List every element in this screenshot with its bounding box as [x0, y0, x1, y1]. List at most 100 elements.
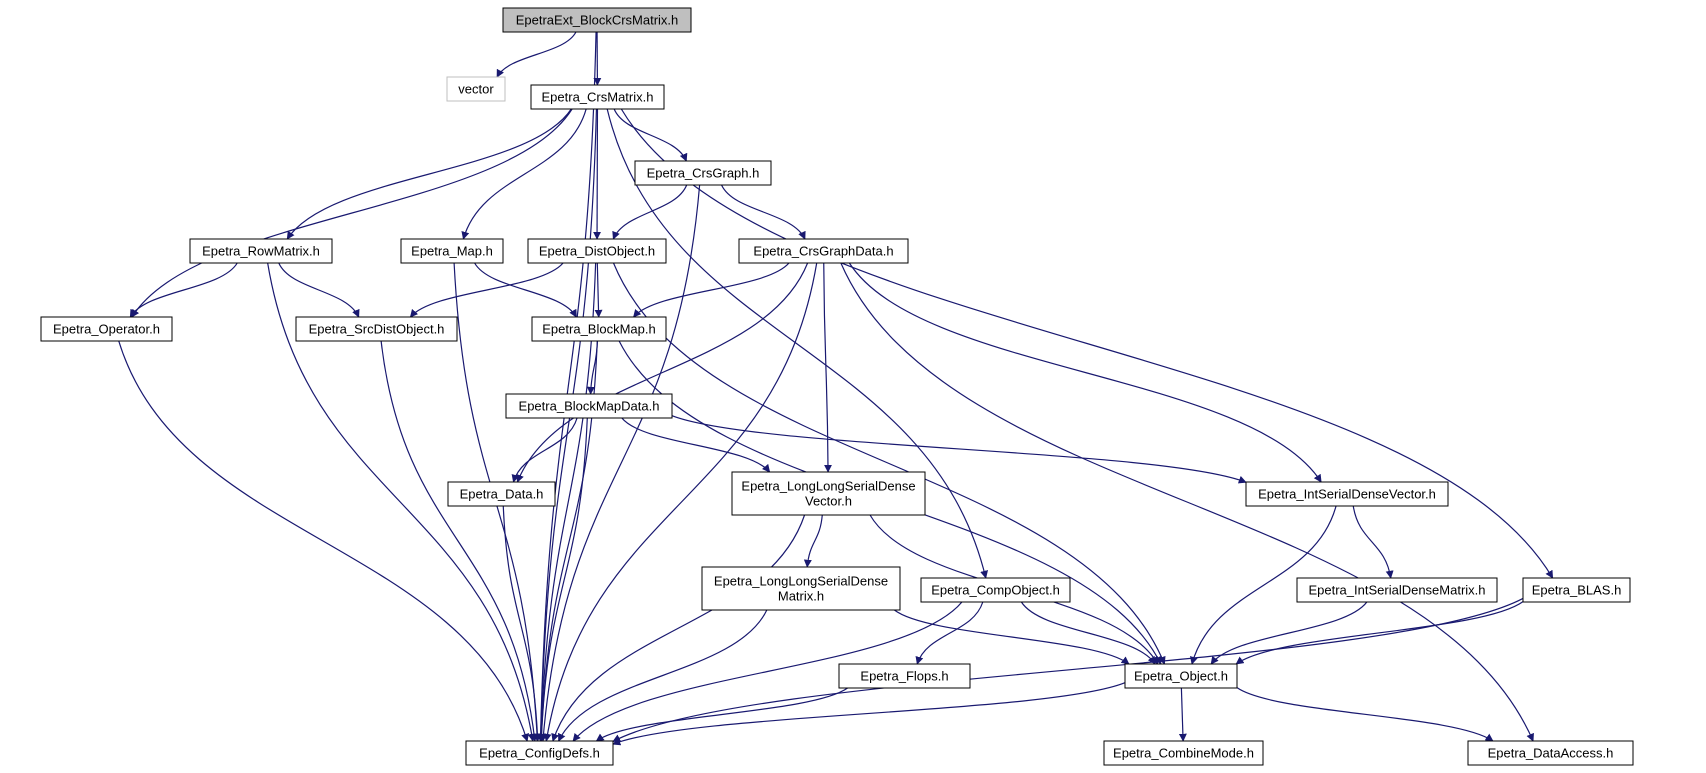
- node-label-map: Epetra_Map.h: [411, 244, 493, 259]
- node-dataaccess[interactable]: Epetra_DataAccess.h: [1467, 740, 1634, 766]
- node-box-crsgraphdata: [738, 238, 909, 264]
- edge-root-to-configdefs: [536, 31, 597, 742]
- node-crsgraph[interactable]: Epetra_CrsGraph.h: [634, 160, 772, 186]
- node-isdm[interactable]: Epetra_IntSerialDenseMatrix.h: [1296, 577, 1498, 603]
- edge-object-to-combinemode: [1178, 687, 1187, 742]
- node-label-isdv: Epetra_IntSerialDenseVector.h: [1258, 487, 1436, 502]
- edge-crsgraphdata-to-llsdv: [823, 262, 833, 473]
- edge-crsgraph-to-distobject: [612, 184, 688, 240]
- node-label-root: EpetraExt_BlockCrsMatrix.h: [516, 13, 679, 28]
- node-label-distobject: Epetra_DistObject.h: [539, 244, 655, 259]
- node-compobject[interactable]: Epetra_CompObject.h: [920, 577, 1071, 603]
- node-box-rowmatrix: [189, 238, 333, 264]
- node-box-operator: [40, 316, 173, 342]
- node-crsgraphdata[interactable]: Epetra_CrsGraphData.h: [738, 238, 909, 264]
- node-isdv[interactable]: Epetra_IntSerialDenseVector.h: [1245, 481, 1449, 507]
- node-label-blas: Epetra_BLAS.h: [1532, 583, 1622, 598]
- node-map[interactable]: Epetra_Map.h: [400, 238, 504, 264]
- node-rowmatrix[interactable]: Epetra_RowMatrix.h: [189, 238, 333, 264]
- node-label-data: Epetra_Data.h: [460, 487, 544, 502]
- node-box-crsgraph: [634, 160, 772, 186]
- node-data[interactable]: Epetra_Data.h: [447, 481, 556, 507]
- node-blockmapdata[interactable]: Epetra_BlockMapData.h: [505, 393, 673, 419]
- edge-crsgraphdata-to-data: [516, 262, 809, 483]
- node-label-llsdv: Epetra_LongLongSerialDense: [741, 479, 915, 494]
- node-label-crsgraph: Epetra_CrsGraph.h: [647, 166, 760, 181]
- edge-root-to-vector: [496, 31, 577, 78]
- edge-object-to-configdefs: [612, 682, 1126, 746]
- edge-blas-to-object: [1235, 601, 1524, 665]
- edge-crsgraphdata-to-configdefs: [543, 262, 818, 742]
- edge-blockmapdata-to-configdefs: [537, 417, 588, 742]
- node-label-compobject: Epetra_CompObject.h: [931, 583, 1060, 598]
- node-label-crsmatrix: Epetra_CrsMatrix.h: [542, 90, 654, 105]
- node-box-blas: [1522, 577, 1631, 603]
- node-box-map: [400, 238, 504, 264]
- edge-compobject-to-flops: [915, 601, 984, 665]
- node-box-llsdv: [731, 471, 926, 516]
- edge-compobject-to-object: [1020, 601, 1156, 665]
- node-label-flops: Epetra_Flops.h: [860, 669, 948, 684]
- edges-layer: [118, 31, 1554, 746]
- edge-blockmapdata-to-data: [511, 417, 578, 483]
- node-blockmap[interactable]: Epetra_BlockMap.h: [531, 316, 667, 342]
- node-box-srcdistobject: [295, 316, 458, 342]
- node-crsmatrix[interactable]: Epetra_CrsMatrix.h: [530, 84, 665, 110]
- node-box-data: [447, 481, 556, 507]
- edge-rowmatrix-to-operator: [129, 262, 238, 318]
- edge-crsgraph-to-crsgraphdata: [720, 184, 806, 240]
- node-object[interactable]: Epetra_Object.h: [1124, 663, 1238, 689]
- node-label-llsdm: Epetra_LongLongSerialDense: [714, 574, 888, 589]
- node-vector: vector: [446, 76, 506, 102]
- edge-llsdv-to-llsdm: [803, 514, 823, 568]
- node-label-object: Epetra_Object.h: [1134, 669, 1228, 684]
- edge-crsmatrix-to-map: [461, 108, 587, 240]
- node-label-dataaccess: Epetra_DataAccess.h: [1488, 746, 1614, 761]
- node-configdefs[interactable]: Epetra_ConfigDefs.h: [465, 740, 614, 766]
- edge-operator-to-configdefs: [118, 340, 529, 742]
- node-box-crsmatrix: [530, 84, 665, 110]
- node-label-combinemode: Epetra_CombineMode.h: [1113, 746, 1254, 761]
- edge-llsdm-to-object: [894, 609, 1130, 665]
- node-srcdistobject[interactable]: Epetra_SrcDistObject.h: [295, 316, 458, 342]
- node-blas[interactable]: Epetra_BLAS.h: [1522, 577, 1631, 603]
- edge-crsmatrix-to-operator: [131, 108, 573, 318]
- node-box-isdv: [1245, 481, 1449, 507]
- node-root[interactable]: EpetraExt_BlockCrsMatrix.h: [502, 7, 692, 33]
- node-label-llsdm: Matrix.h: [778, 589, 824, 604]
- edge-rowmatrix-to-srcdistobject: [278, 262, 360, 318]
- node-label-isdm: Epetra_IntSerialDenseMatrix.h: [1308, 583, 1485, 598]
- node-label-vector: vector: [458, 82, 494, 97]
- edge-srcdistobject-to-configdefs: [380, 340, 539, 742]
- node-label-configdefs: Epetra_ConfigDefs.h: [479, 746, 600, 761]
- node-box-flops: [838, 663, 971, 689]
- node-box-distobject: [527, 238, 667, 264]
- node-box-root: [502, 7, 692, 33]
- edge-crsmatrix-to-crsgraph: [613, 108, 688, 162]
- edge-data-to-configdefs: [502, 505, 542, 742]
- node-box-compobject: [920, 577, 1071, 603]
- node-label-rowmatrix: Epetra_RowMatrix.h: [202, 244, 320, 259]
- node-box-combinemode: [1103, 740, 1264, 766]
- node-operator[interactable]: Epetra_Operator.h: [40, 316, 173, 342]
- node-flops[interactable]: Epetra_Flops.h: [838, 663, 971, 689]
- node-label-blockmapdata: Epetra_BlockMapData.h: [519, 399, 660, 414]
- node-distobject[interactable]: Epetra_DistObject.h: [527, 238, 667, 264]
- edge-object-to-dataaccess: [1236, 687, 1494, 742]
- node-label-operator: Epetra_Operator.h: [53, 322, 160, 337]
- node-combinemode[interactable]: Epetra_CombineMode.h: [1103, 740, 1264, 766]
- edge-compobject-to-configdefs: [572, 601, 963, 742]
- node-box-configdefs: [465, 740, 614, 766]
- edge-blas-to-configdefs: [612, 597, 1524, 742]
- node-label-crsgraphdata: Epetra_CrsGraphData.h: [753, 244, 893, 259]
- node-box-dataaccess: [1467, 740, 1634, 766]
- edge-isdv-to-object: [1190, 505, 1337, 665]
- edge-llsdv-to-configdefs: [551, 514, 806, 742]
- edge-crsgraphdata-to-blockmap: [633, 262, 790, 318]
- edge-llsdm-to-configdefs: [558, 609, 768, 742]
- node-box-isdm: [1296, 577, 1498, 603]
- node-box-object: [1124, 663, 1238, 689]
